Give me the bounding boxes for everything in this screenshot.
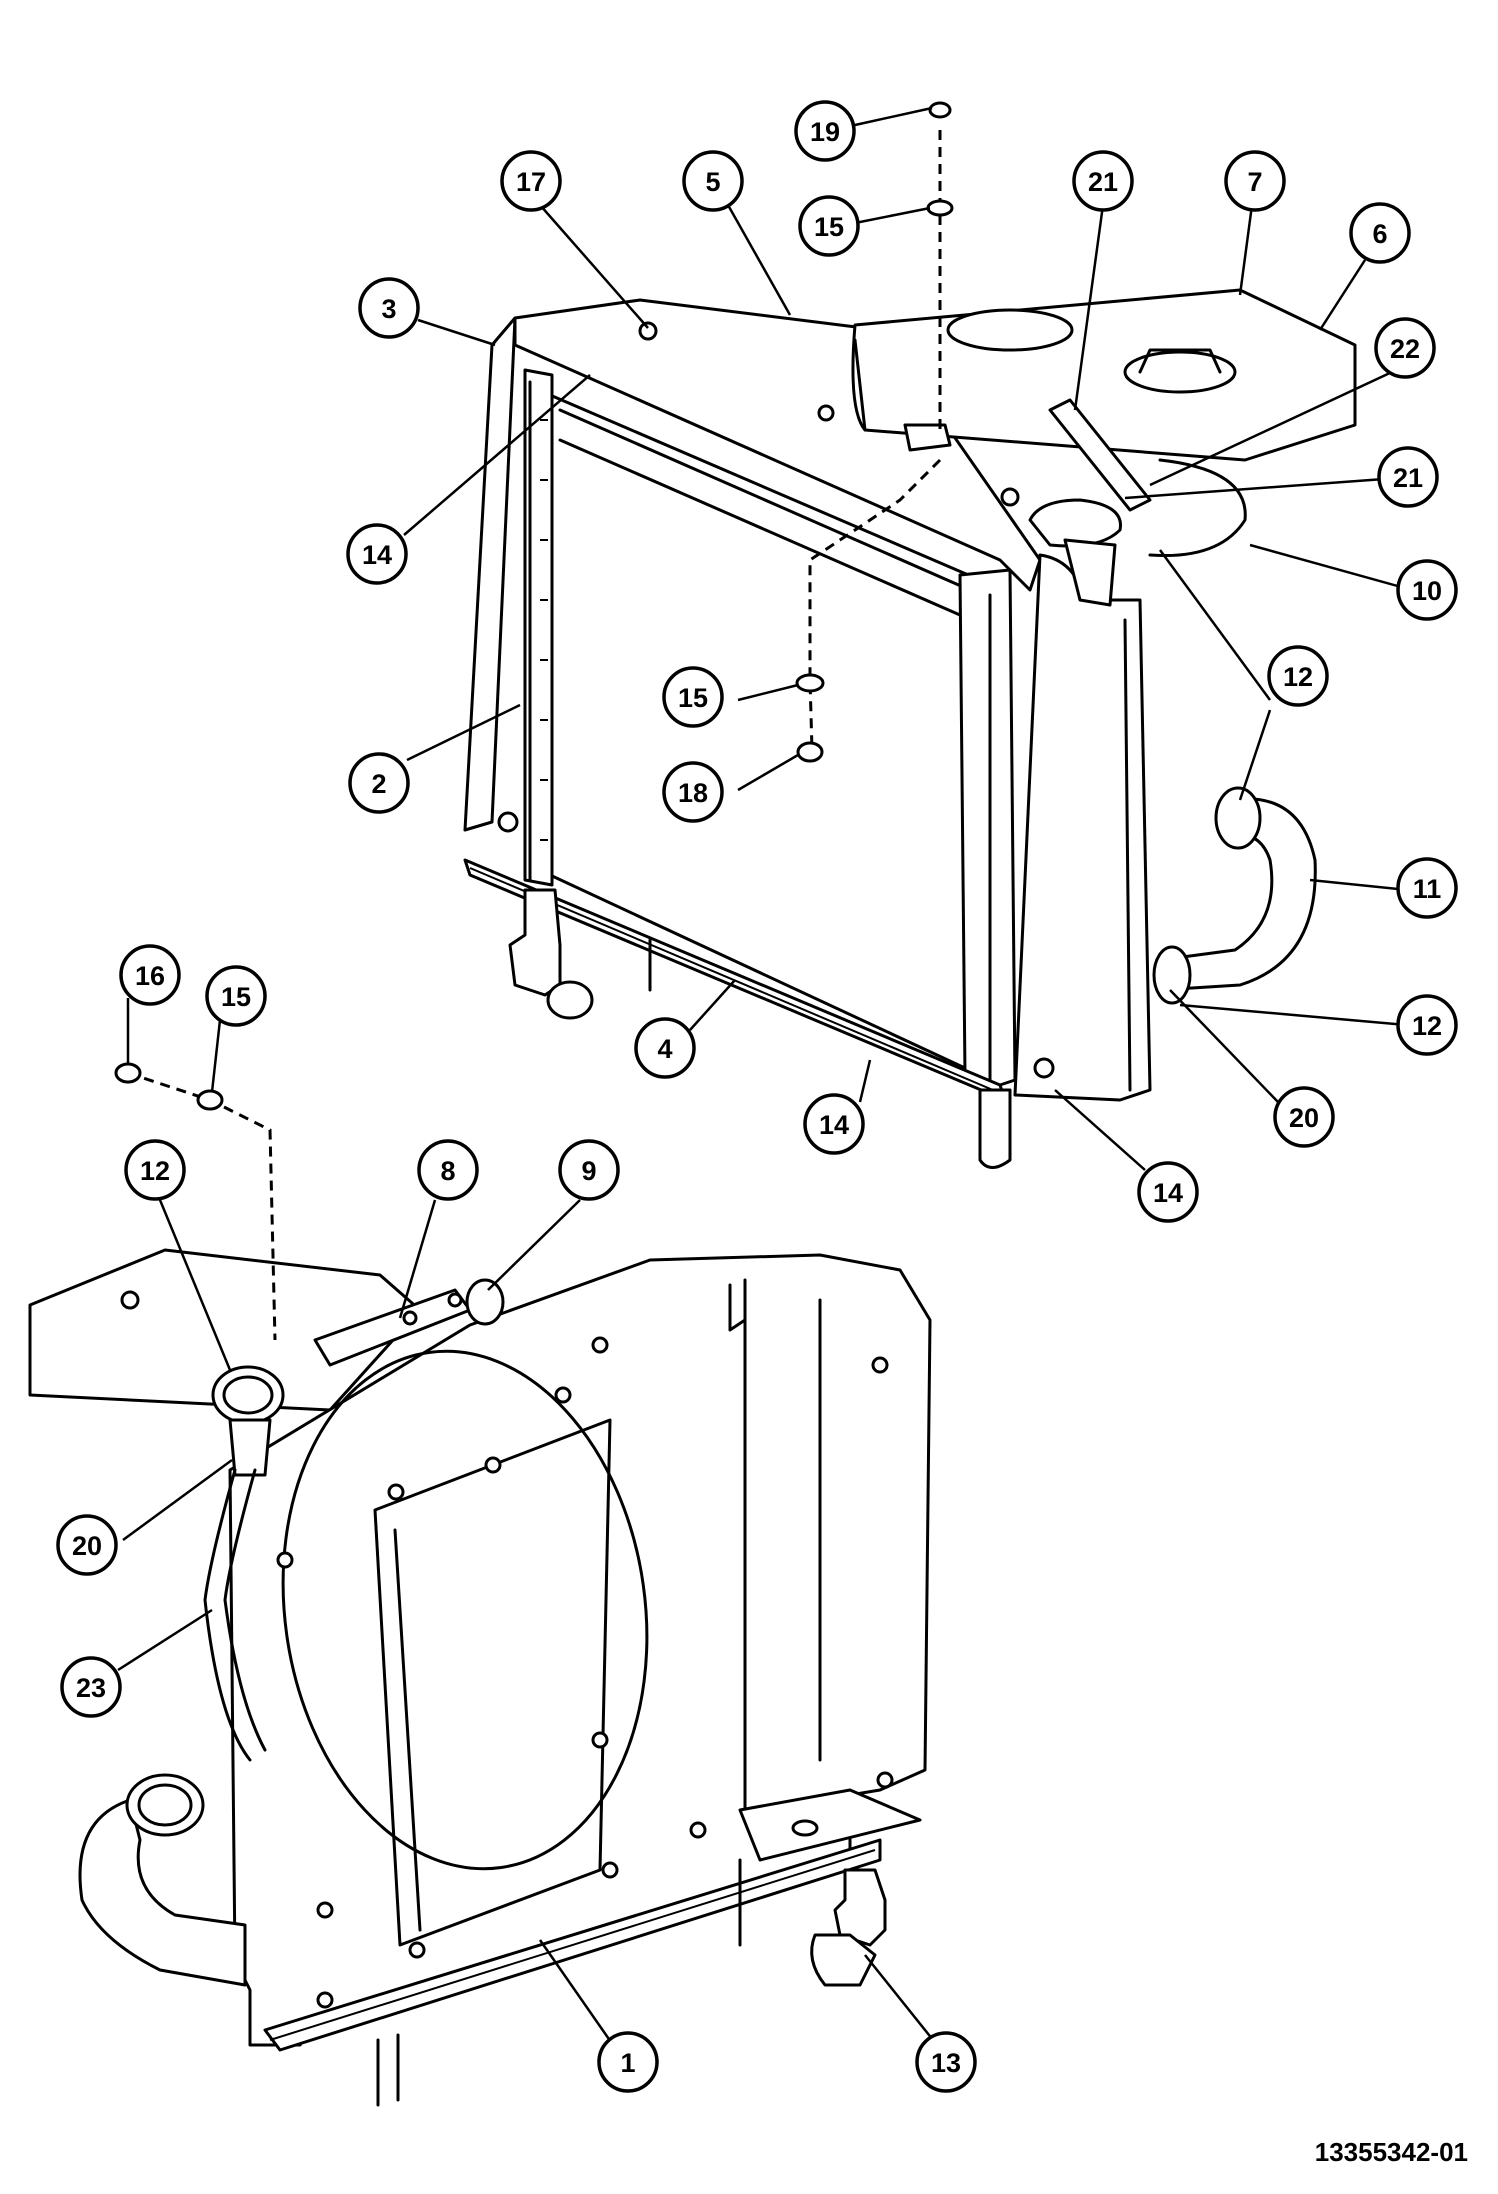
callout-label: 12 [1412, 1011, 1442, 1041]
callout-label: 20 [72, 1531, 102, 1561]
callout-12: 12 [1267, 645, 1329, 707]
radiator-cap [1028, 498, 1122, 548]
callout-label: 2 [371, 769, 386, 799]
callout-label: 9 [581, 1156, 596, 1186]
upper-radiator-assembly [463, 101, 1357, 1169]
callout-label: 20 [1289, 1103, 1319, 1133]
leader-lines [117, 106, 1413, 2056]
callout-label: 4 [657, 1034, 672, 1064]
callout-22: 22 [1374, 317, 1436, 379]
callout-label: 12 [140, 1156, 170, 1186]
callout-20: 20 [1273, 1086, 1335, 1148]
callout-11: 11 [1396, 857, 1458, 919]
callout-label: 1 [620, 2048, 635, 2078]
callout-label: 3 [381, 294, 396, 324]
callout-label: 7 [1247, 167, 1262, 197]
callout-label: 15 [814, 212, 844, 242]
callout-label: 15 [678, 683, 708, 713]
callout-label: 5 [705, 167, 720, 197]
overflow-tube [203, 1468, 252, 1762]
callout-label: 16 [135, 961, 165, 991]
hose-clamp-lower [1152, 945, 1192, 1005]
callout-label: 12 [1283, 662, 1313, 692]
callout-9: 9 [558, 1139, 620, 1201]
callout-13: 13 [915, 2031, 977, 2093]
callout-14: 14 [1137, 1161, 1199, 1223]
callout-12: 12 [1396, 994, 1458, 1056]
fan-opening [281, 1349, 649, 1871]
callout-12: 12 [124, 1139, 186, 1201]
overflow-hose [1148, 458, 1247, 558]
callout-label: 13 [931, 2048, 961, 2078]
callout-14: 14 [803, 1093, 865, 1155]
figure-id: 13355342-01 [1314, 2137, 1468, 2167]
lower-hose [1158, 797, 1317, 992]
lower-left-hose [78, 1798, 247, 1987]
callout-20: 20 [56, 1514, 118, 1576]
callout-4: 4 [634, 1017, 696, 1079]
callout-21: 21 [1072, 150, 1134, 212]
callout-label: 23 [76, 1673, 106, 1703]
left-side-frame [463, 316, 517, 832]
callout-label: 19 [810, 117, 840, 147]
callout-label: 15 [221, 982, 251, 1012]
callout-18: 18 [662, 761, 724, 823]
callout-21: 21 [1377, 446, 1439, 508]
callout-17: 17 [500, 150, 562, 212]
callout-15: 15 [205, 965, 267, 1027]
callout-8: 8 [417, 1139, 479, 1201]
callout-2: 2 [348, 752, 410, 814]
callout-15: 15 [798, 195, 860, 257]
lower-shroud-assembly [28, 1062, 932, 2107]
callout-label: 21 [1088, 167, 1118, 197]
callout-7: 7 [1224, 150, 1286, 212]
right-tank [958, 568, 1017, 1092]
callout-14: 14 [346, 523, 408, 585]
callout-label: 10 [1412, 576, 1442, 606]
callout-1: 1 [597, 2031, 659, 2093]
callout-label: 14 [819, 1110, 849, 1140]
drain-fitting [508, 888, 562, 997]
callout-10: 10 [1396, 559, 1458, 621]
tank-cap [1123, 350, 1237, 394]
callout-label: 6 [1372, 219, 1387, 249]
callout-16: 16 [119, 944, 181, 1006]
grommet [465, 1278, 505, 1326]
drain-valve [833, 1868, 887, 1947]
callout-6: 6 [1349, 202, 1411, 264]
callout-label: 21 [1393, 463, 1423, 493]
callout-label: 14 [362, 540, 392, 570]
sight-gauge [946, 308, 1074, 352]
tank-bracket [1048, 398, 1152, 512]
callout-label: 17 [516, 167, 546, 197]
callout-5: 5 [682, 150, 744, 212]
left-tank [523, 368, 554, 887]
hose-clamp-upper [1214, 786, 1262, 850]
callout-15: 15 [662, 666, 724, 728]
callout-19: 19 [794, 100, 856, 162]
callout-label: 14 [1153, 1178, 1183, 1208]
callout-label: 11 [1413, 874, 1442, 904]
callout-label: 18 [678, 778, 708, 808]
callout-label: 22 [1390, 334, 1420, 364]
callout-23: 23 [60, 1656, 122, 1718]
callout-label: 8 [440, 1156, 455, 1186]
callout-3: 3 [358, 277, 420, 339]
